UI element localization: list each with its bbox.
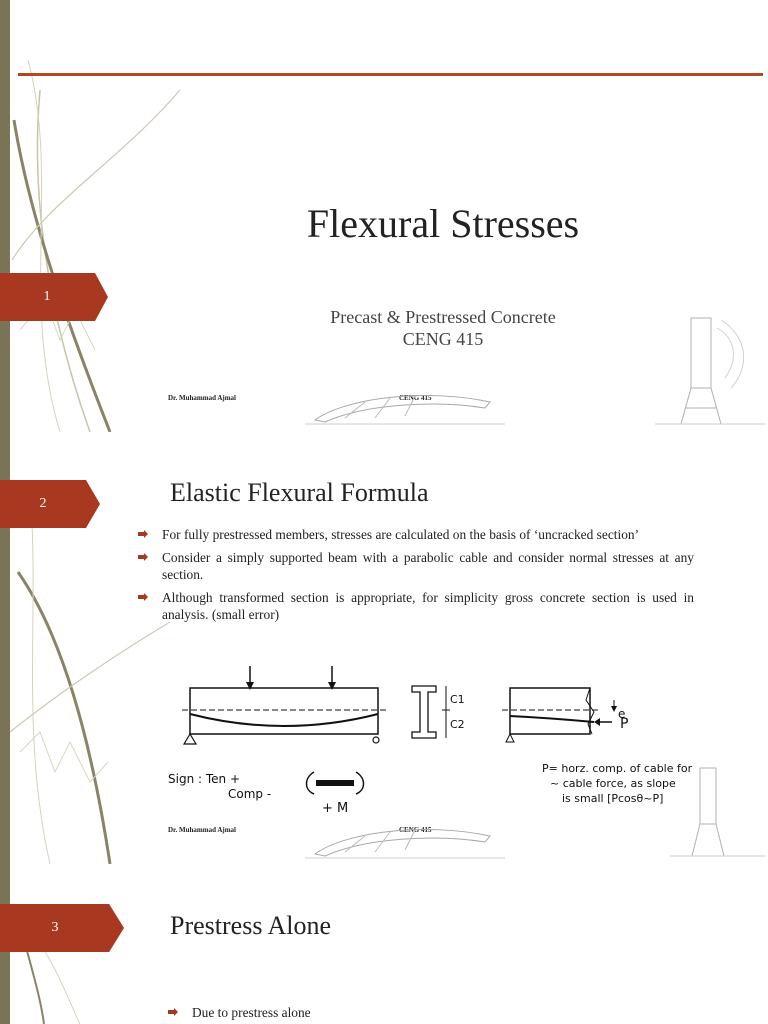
slide-left-bar (0, 0, 10, 432)
building-sketch (305, 829, 505, 859)
title-rule (18, 73, 763, 76)
c1-label: C1 (450, 693, 465, 706)
tower-sketch (670, 767, 765, 857)
page-title: Flexural Stresses (306, 201, 580, 246)
load-arrow-icon (246, 682, 254, 690)
i-section-icon (411, 685, 437, 739)
bullet-arrow-icon (138, 553, 148, 561)
moment-beam-icon (316, 780, 354, 786)
slide-number: 2 (39, 496, 47, 511)
parabolic-cable (189, 713, 379, 727)
bullet-list: For fully prestressed members, stresses … (138, 526, 694, 629)
c2-label: C2 (450, 718, 465, 731)
footer-author: Dr. Muhammad Ajmal (168, 394, 236, 402)
slide-title: Elastic Flexural Formula (170, 478, 429, 507)
bullet-list: Due to prestress alone (168, 1004, 724, 1024)
bullet-arrow-icon (138, 530, 148, 538)
slide-number-badge: 1 (0, 273, 108, 321)
slide-number: 3 (51, 920, 59, 935)
eccentricity-label: e (618, 707, 625, 721)
bullet-arrow-icon (138, 593, 148, 601)
moment-label: + M (322, 801, 348, 816)
slide-title: Prestress Alone (170, 911, 332, 940)
decorative-swoosh (9, 491, 171, 864)
pin-support-icon (182, 732, 198, 745)
beam-outline (189, 687, 379, 735)
prestress-force-label: P (620, 716, 628, 732)
tower-sketch (655, 317, 765, 425)
list-item: Due to prestress alone (168, 1004, 724, 1021)
load-arrow-icon (328, 682, 336, 690)
note-line-3: is small [Pcosθ~P] (562, 792, 663, 805)
subtitle-course-name: Precast & Prestressed Concrete (330, 307, 556, 327)
bullet-arrow-icon (168, 1008, 178, 1016)
list-item: Although transformed section is appropri… (138, 589, 694, 623)
note-line-2: ~ cable force, as slope (550, 777, 676, 790)
slide-number-badge: 3 (0, 904, 124, 952)
footer-author: Dr. Muhammad Ajmal (168, 826, 236, 834)
beam-segment-outline (509, 687, 591, 735)
prestress-arrow-icon (594, 718, 600, 726)
footer-course: CENG 415 (399, 394, 432, 402)
list-item: For fully prestressed members, stresses … (138, 526, 694, 543)
slide-number: 1 (43, 289, 51, 304)
slide-2: 2 Elastic Flexural Formula For fully pre… (0, 432, 768, 864)
building-sketch (305, 395, 505, 425)
note-line-1: P= horz. comp. of cable for (542, 762, 693, 775)
slide-left-bar (0, 432, 10, 864)
roller-support-icon (372, 736, 380, 744)
sign-convention-label: Sign : Ten + (168, 772, 240, 786)
slide-1: Flexural Stresses 1 Precast & Prestresse… (0, 0, 768, 432)
sign-convention-comp: Comp - (228, 787, 271, 801)
slide-number-badge: 2 (0, 480, 100, 528)
slide-3: 3 Prestress Alone Due to prestress alone (0, 864, 768, 1024)
list-item: Consider a simply supported beam with a … (138, 549, 694, 583)
subtitle-course-code: CENG 415 (402, 329, 484, 349)
beam-figure: C1 C2 e P Sign : Ten + Comp - + M P= hor… (168, 666, 693, 816)
